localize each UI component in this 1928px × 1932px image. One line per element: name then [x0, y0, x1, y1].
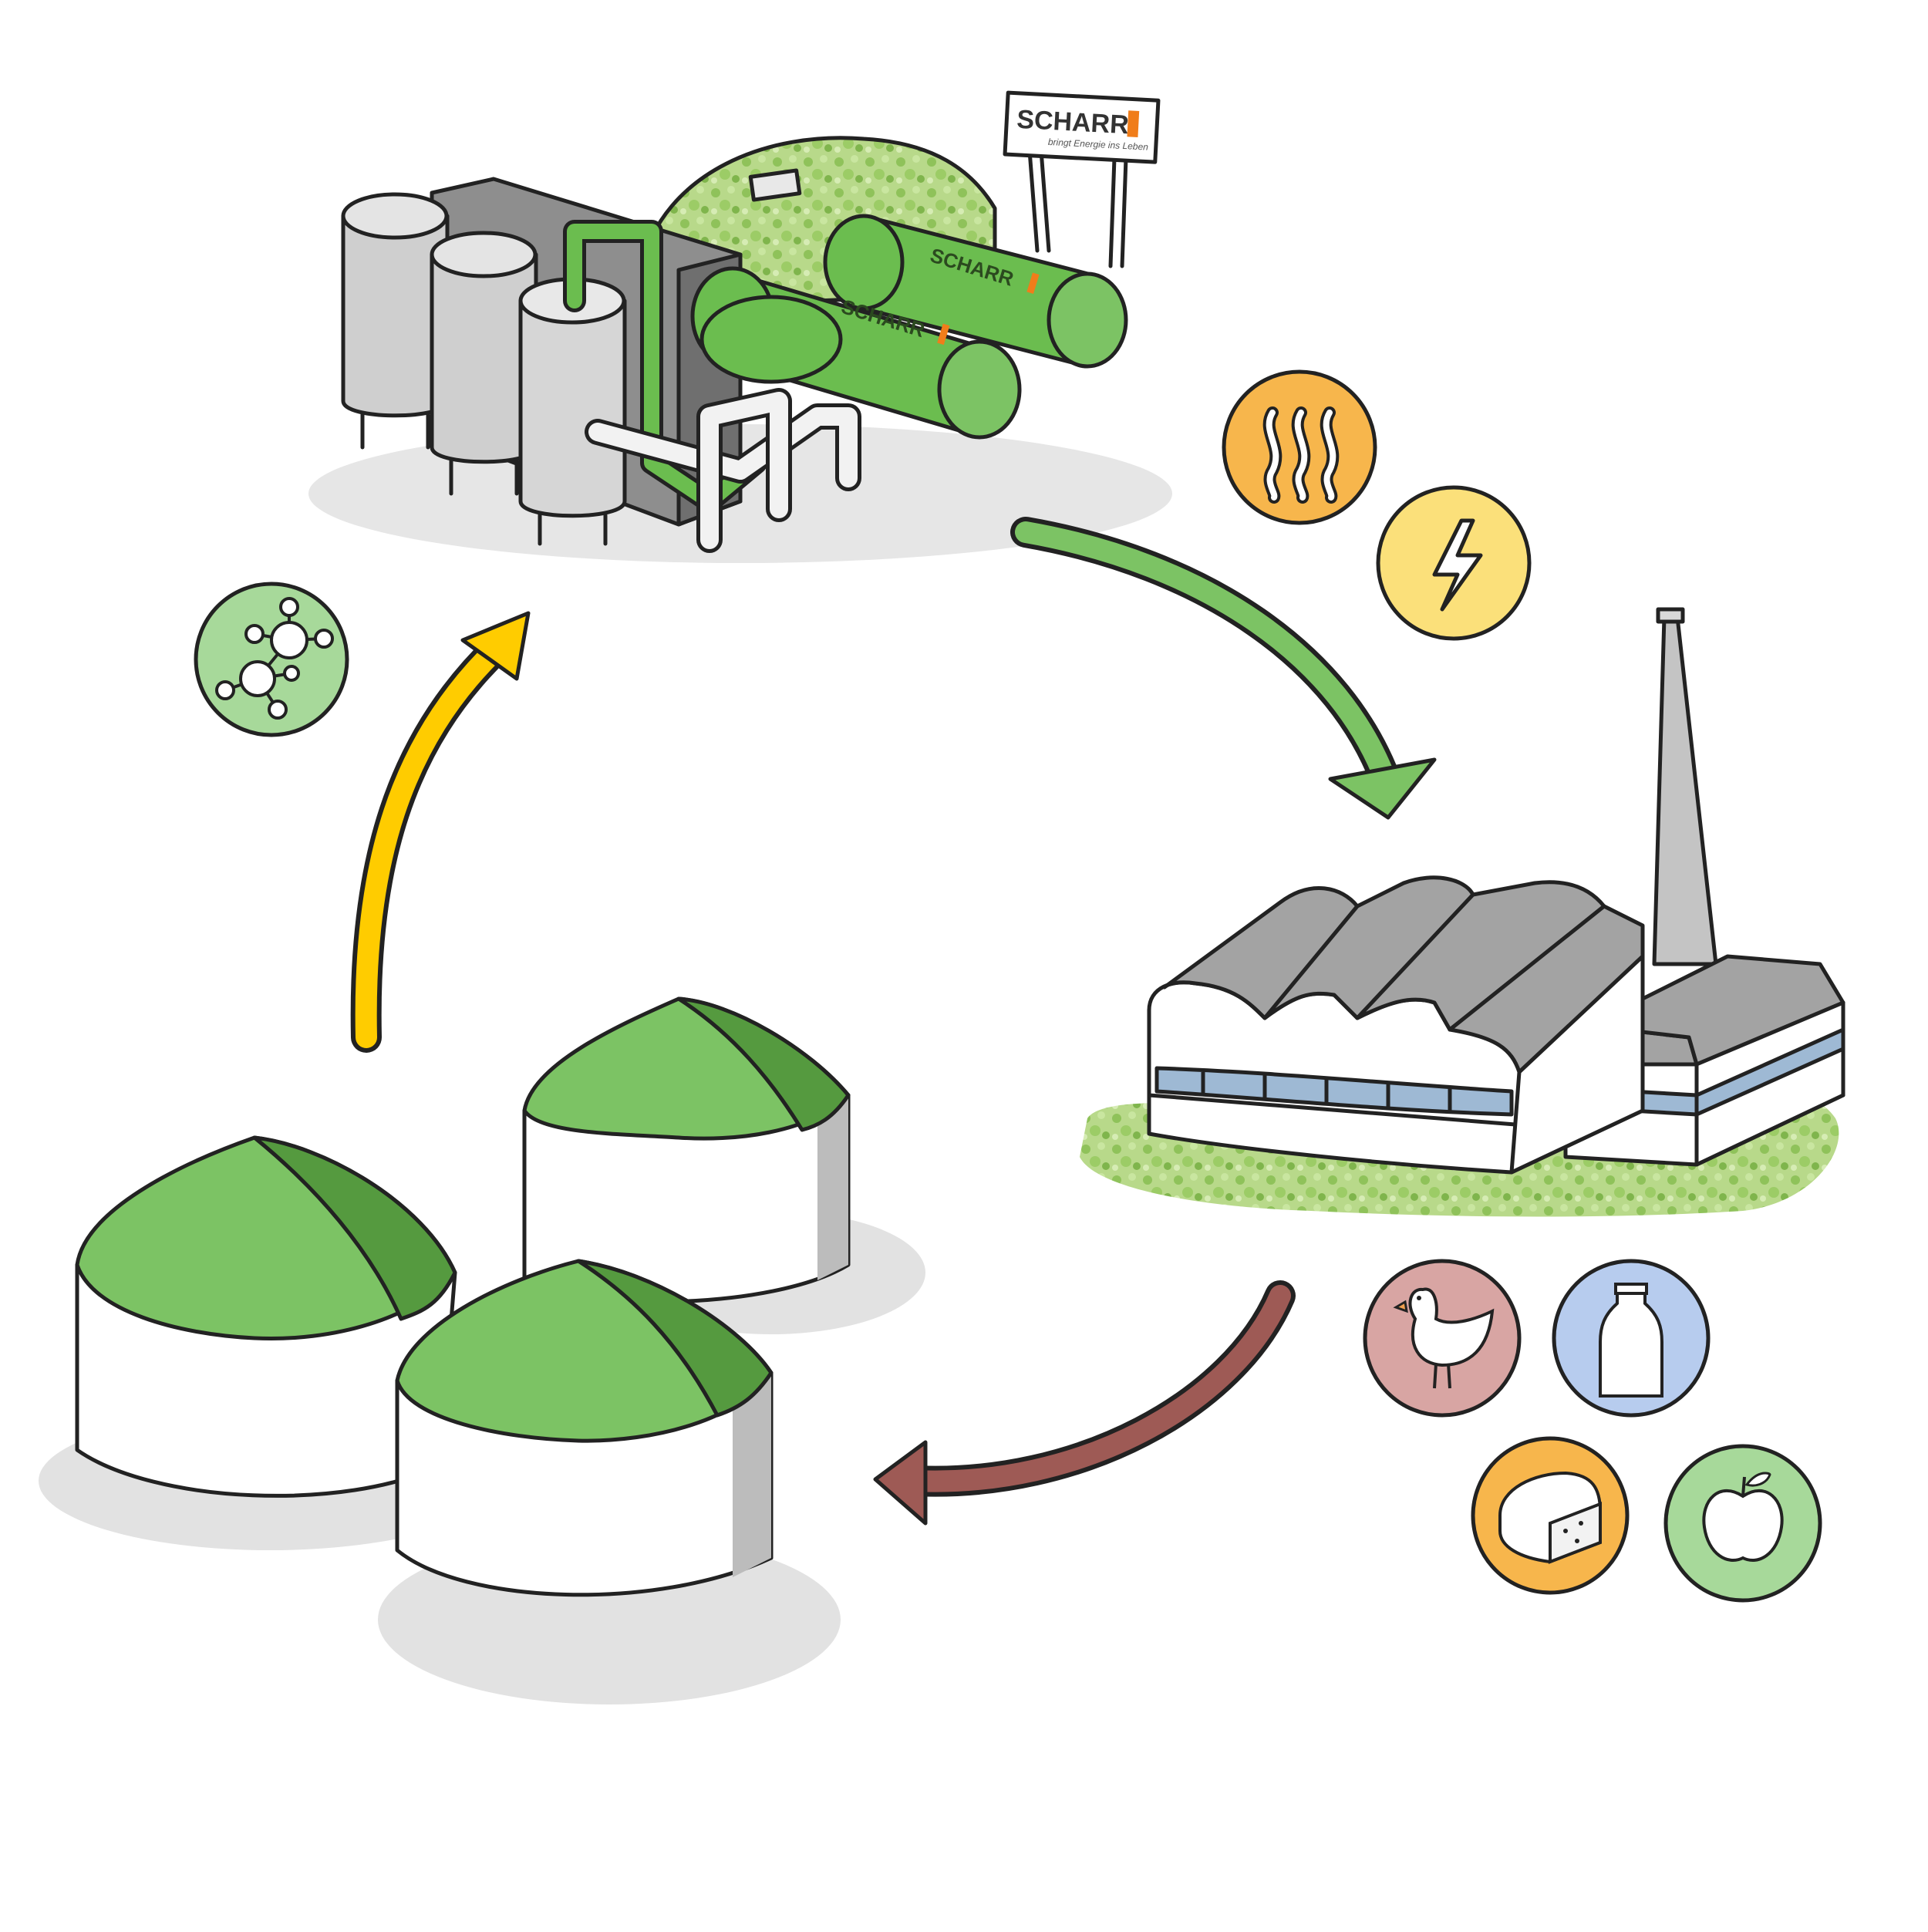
- logo-tagline: bringt Energie ins Leben: [1048, 137, 1149, 153]
- arrow-tanks-to-plant: [350, 611, 531, 1053]
- logo-mark: [1127, 110, 1140, 137]
- biogas-plant: [308, 90, 1172, 563]
- digester-tanks: [39, 996, 925, 1704]
- food-factory: [1080, 607, 1845, 1217]
- milk-bottle-icon: [1552, 1259, 1711, 1418]
- molecule-icon: [194, 582, 349, 737]
- tank-logo-mark: [1026, 272, 1040, 294]
- electricity-icon: [1376, 485, 1532, 641]
- scharr-logo: SCHARR bringt Energie ins Leben: [1016, 105, 1149, 153]
- silo: [430, 231, 538, 496]
- arrow-factory-to-tanks: [873, 1280, 1296, 1526]
- chimney: [1652, 615, 1718, 966]
- silo: [341, 192, 450, 450]
- tank-logo-mark: [937, 323, 950, 346]
- digester-tank: [75, 1135, 457, 1498]
- heat-icon: [1222, 369, 1377, 525]
- cheese-icon: [1471, 1436, 1630, 1595]
- silo: [518, 277, 627, 546]
- scharr-sign: [1003, 90, 1161, 268]
- arrow-plant-to-factory: [1010, 517, 1437, 820]
- digester-tank: [522, 996, 851, 1304]
- digester-tank: [395, 1259, 774, 1597]
- chicken-icon: [1363, 1259, 1522, 1418]
- storage-tank: [823, 214, 1128, 369]
- apple-icon: [1663, 1444, 1822, 1603]
- logo-text: SCHARR: [1016, 105, 1129, 140]
